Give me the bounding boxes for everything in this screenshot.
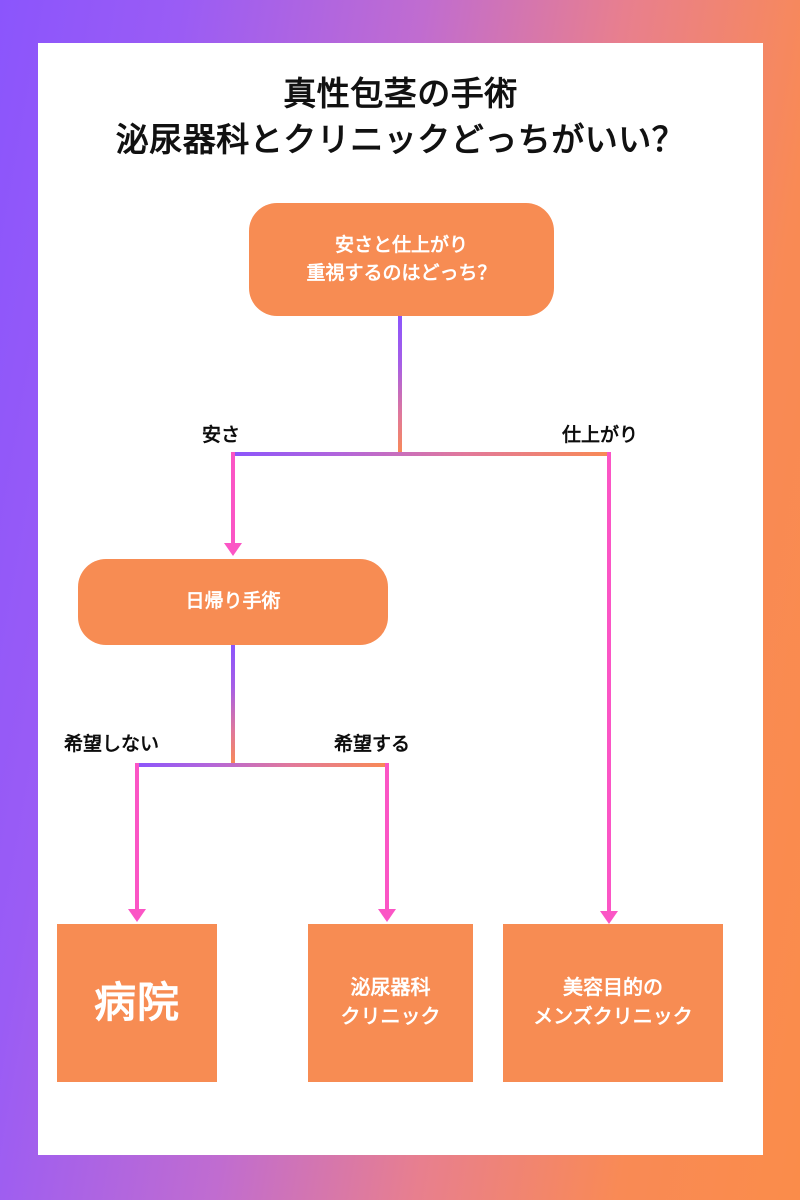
node-root-line-1: 安さと仕上がり (334, 234, 468, 256)
edge-label-not-desired: 希望しない (64, 734, 160, 755)
connector-to-urology (385, 763, 389, 911)
arrowhead-to-hospital (128, 909, 146, 922)
node-terminal-urology-clinic[interactable]: 泌尿器科 クリニック (308, 924, 473, 1082)
node-terminal-hospital[interactable]: 病院 (57, 924, 217, 1082)
connector-to-mens (607, 452, 611, 914)
arrowhead-to-daycare (224, 543, 242, 556)
node-mens-line-1: 美容目的の (562, 977, 663, 999)
arrowhead-to-mens (600, 911, 618, 924)
edge-label-finish: 仕上がり (562, 425, 639, 446)
title-line-2: 泌尿器科とクリニックどっちがいい？ (115, 120, 686, 158)
connector-to-daycare (231, 452, 235, 546)
node-root-line-2: 重視するのはどっち？ (306, 262, 497, 284)
node-day-surgery[interactable]: 日帰り手術 (78, 559, 388, 645)
node-terminal-mens-clinic[interactable]: 美容目的の メンズクリニック (503, 924, 723, 1082)
connector-root-stem (398, 316, 402, 454)
connector-daycare-stem (231, 645, 235, 765)
node-urology-line-2: クリニック (340, 1006, 441, 1028)
node-urology-line-1: 泌尿器科 (350, 977, 431, 999)
connector-level1-bar (231, 452, 611, 456)
node-day-surgery-label: 日帰り手術 (185, 591, 281, 613)
connector-level2-bar (135, 763, 389, 767)
node-mens-line-2: メンズクリニック (533, 1006, 693, 1028)
arrowhead-to-urology (378, 909, 396, 922)
white-card: 真性包茎の手術 泌尿器科とクリニックどっちがいい？ 安さと仕上がり 重視するのは… (38, 43, 763, 1155)
title-line-1: 真性包茎の手術 (283, 75, 518, 112)
node-hospital-label: 病院 (93, 978, 180, 1026)
edge-label-desired: 希望する (334, 734, 411, 755)
node-root-decision[interactable]: 安さと仕上がり 重視するのはどっち？ (249, 203, 554, 316)
connector-to-hospital (135, 763, 139, 911)
edge-label-cheap: 安さ (202, 425, 241, 446)
page-title: 真性包茎の手術 泌尿器科とクリニックどっちがいい？ (38, 71, 763, 162)
